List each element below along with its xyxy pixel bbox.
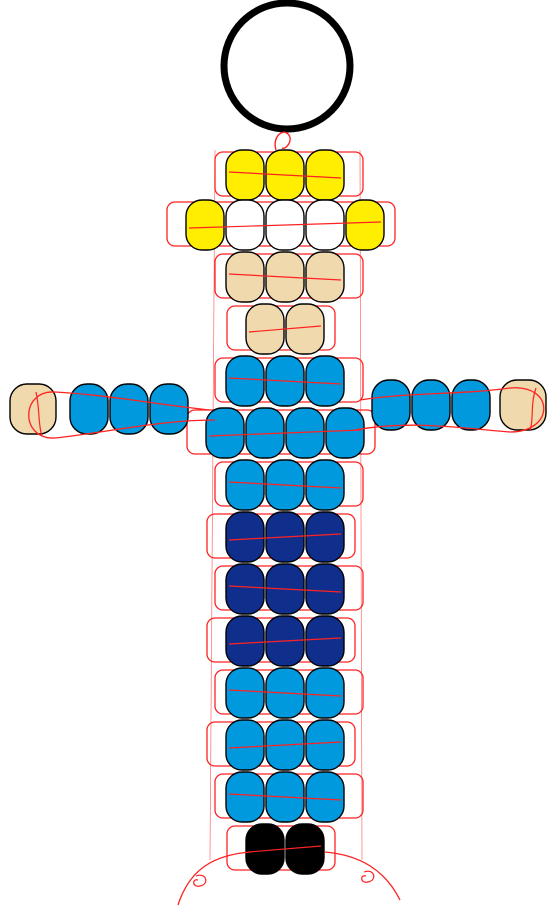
thread-knot (362, 871, 374, 882)
bead (226, 200, 264, 250)
bead (346, 200, 384, 250)
bead (306, 668, 344, 718)
bead (326, 408, 364, 458)
arm-bead (452, 380, 490, 430)
bead (306, 252, 344, 302)
bead (306, 720, 344, 770)
arm-bead (110, 384, 148, 434)
bead (306, 772, 344, 822)
bead (226, 150, 264, 200)
side-thread (210, 150, 215, 860)
bead (306, 512, 344, 562)
bead-layer (10, 3, 546, 874)
bead (206, 408, 244, 458)
bead (306, 564, 344, 614)
bead (226, 252, 264, 302)
bead (226, 616, 264, 666)
bead (226, 720, 264, 770)
bead (306, 150, 344, 200)
arm-bead (412, 380, 450, 430)
arm-bead (70, 384, 108, 434)
arm-bead (500, 380, 546, 430)
bead (306, 356, 344, 406)
arm-bead (150, 384, 188, 434)
bead (226, 356, 264, 406)
thread-tail (178, 852, 250, 905)
bead (306, 616, 344, 666)
thread-knot (194, 875, 206, 886)
bead (226, 512, 264, 562)
bead (226, 564, 264, 614)
arm-bead (372, 380, 410, 430)
bead (306, 200, 344, 250)
keyring-loop (224, 3, 350, 129)
bead (306, 460, 344, 510)
thread-knot (275, 132, 290, 150)
bead (186, 200, 224, 250)
bead (226, 772, 264, 822)
bead (226, 668, 264, 718)
bead (226, 460, 264, 510)
